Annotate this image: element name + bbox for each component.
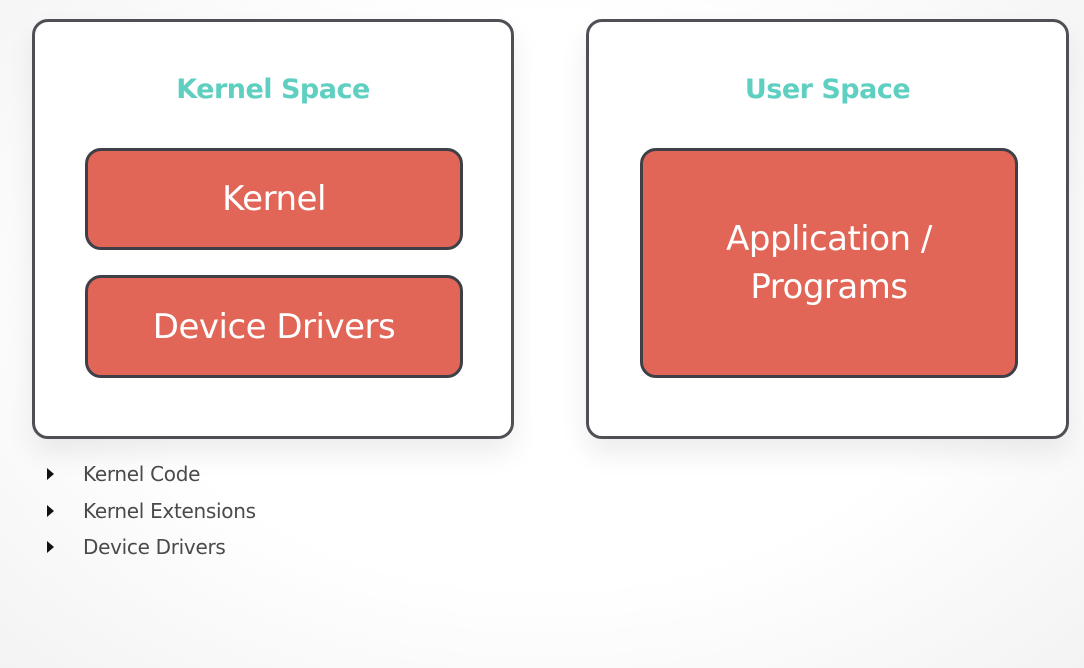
bullet-text: Kernel Extensions — [83, 498, 256, 523]
bullet-text: Kernel Code — [83, 462, 201, 487]
triangle-bullet-icon — [47, 541, 54, 554]
kernel-block: Kernel — [85, 148, 463, 250]
triangle-bullet-icon — [47, 468, 54, 481]
application-programs-block: Application / Programs — [640, 148, 1018, 378]
kernel-space-title: Kernel Space — [176, 74, 370, 105]
bullet-text: Device Drivers — [83, 535, 226, 560]
device-drivers-block: Device Drivers — [85, 275, 463, 378]
user-space-panel: User Space Application / Programs — [586, 19, 1069, 439]
application-programs-label: Application / Programs — [726, 219, 932, 307]
user-space-title: User Space — [744, 74, 911, 105]
list-item: Device Drivers — [44, 529, 256, 566]
list-item: Kernel Extensions — [44, 493, 256, 530]
list-item: Kernel Code — [44, 456, 256, 493]
kernel-space-bullet-list: Kernel Code Kernel Extensions Device Dri… — [44, 456, 256, 566]
kernel-space-panel: Kernel Space Kernel Device Drivers — [32, 19, 514, 439]
triangle-bullet-icon — [47, 504, 54, 517]
